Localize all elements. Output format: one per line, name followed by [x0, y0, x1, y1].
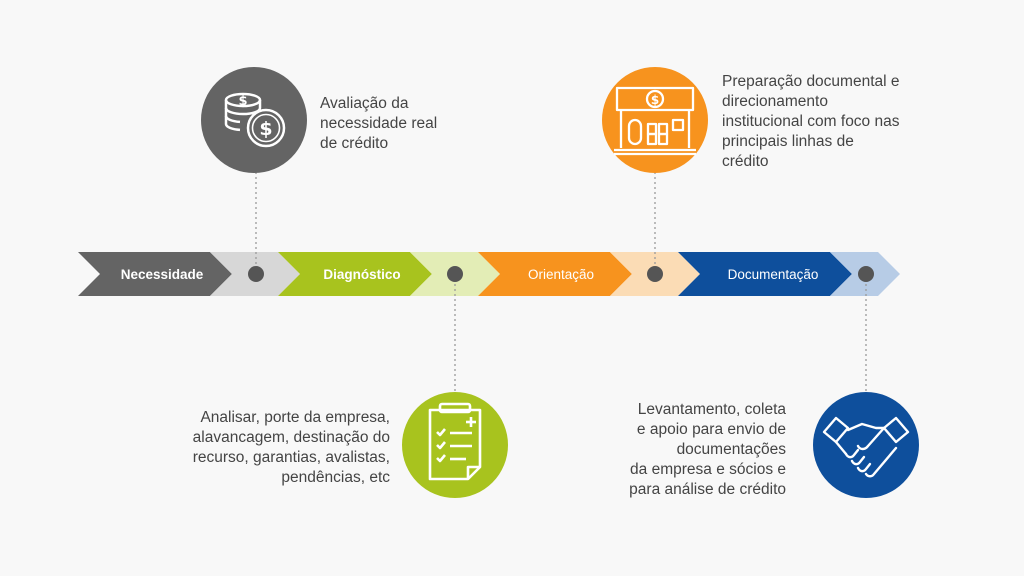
step-label-orientacao: Orientação	[528, 267, 594, 282]
svg-text:$: $	[238, 94, 247, 109]
step-label-documentacao: Documentação	[728, 267, 819, 282]
chevron-documentacao	[678, 252, 852, 296]
coins-dollar-icon: $ $	[201, 67, 307, 173]
bank-building-icon: $	[602, 67, 708, 173]
marker-dot-documentacao	[858, 266, 874, 282]
svg-text:$: $	[651, 93, 659, 107]
clipboard-checklist-icon	[402, 392, 508, 498]
description-necessidade: Avaliação da necessidade real de crédito	[320, 95, 438, 152]
chevron-orientacao	[478, 252, 632, 296]
description-orientacao: Preparação documental e direcionamento i…	[722, 73, 900, 170]
step-label-diagnostico: Diagnóstico	[323, 267, 400, 282]
connector-lines	[255, 172, 867, 394]
marker-dot-necessidade	[248, 266, 264, 282]
chevron-necessidade	[78, 252, 232, 296]
chevron-diagnostico	[278, 252, 432, 296]
svg-text:$: $	[259, 118, 272, 140]
description-documentacao: Levantamento, coleta e apoio para envio …	[629, 401, 786, 498]
description-diagnostico: Analisar, porte da empresa, alavancagem,…	[192, 409, 390, 486]
timeline-band: Necessidade Diagnóstico Orientação Docum…	[78, 252, 900, 296]
handshake-icon	[813, 392, 919, 498]
step-label-necessidade: Necessidade	[121, 267, 204, 282]
marker-dot-diagnostico	[447, 266, 463, 282]
marker-dot-orientacao	[647, 266, 663, 282]
